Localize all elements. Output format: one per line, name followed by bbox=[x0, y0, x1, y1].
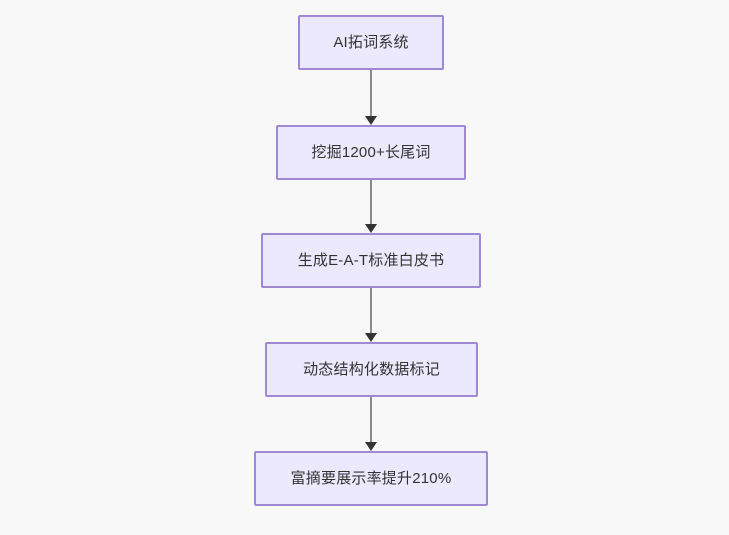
flow-connector-n4-to-n5 bbox=[364, 397, 378, 451]
flow-node-label: 生成E-A-T标准白皮书 bbox=[297, 251, 445, 269]
connector-line bbox=[370, 288, 372, 334]
flow-node-n2[interactable]: 挖掘1200+长尾词 bbox=[276, 125, 466, 180]
connector-line bbox=[370, 397, 372, 443]
arrow-head-icon bbox=[365, 333, 377, 342]
flow-node-n1[interactable]: AI拓词系统 bbox=[298, 15, 444, 70]
arrow-head-icon bbox=[365, 224, 377, 233]
flow-node-n3[interactable]: 生成E-A-T标准白皮书 bbox=[261, 233, 481, 288]
arrow-head-icon bbox=[365, 442, 377, 451]
flow-connector-n3-to-n4 bbox=[364, 288, 378, 342]
flow-node-label: 挖掘1200+长尾词 bbox=[311, 143, 431, 161]
connector-line bbox=[370, 70, 372, 117]
flow-node-label: AI拓词系统 bbox=[333, 33, 409, 51]
flow-node-label: 动态结构化数据标记 bbox=[303, 360, 440, 378]
flow-node-n5[interactable]: 富摘要展示率提升210% bbox=[254, 451, 488, 506]
flow-connector-n1-to-n2 bbox=[364, 70, 378, 125]
arrow-head-icon bbox=[365, 116, 377, 125]
connector-line bbox=[370, 180, 372, 225]
flow-node-label: 富摘要展示率提升210% bbox=[290, 469, 452, 487]
flow-connector-n2-to-n3 bbox=[364, 180, 378, 233]
flow-node-n4[interactable]: 动态结构化数据标记 bbox=[265, 342, 478, 397]
